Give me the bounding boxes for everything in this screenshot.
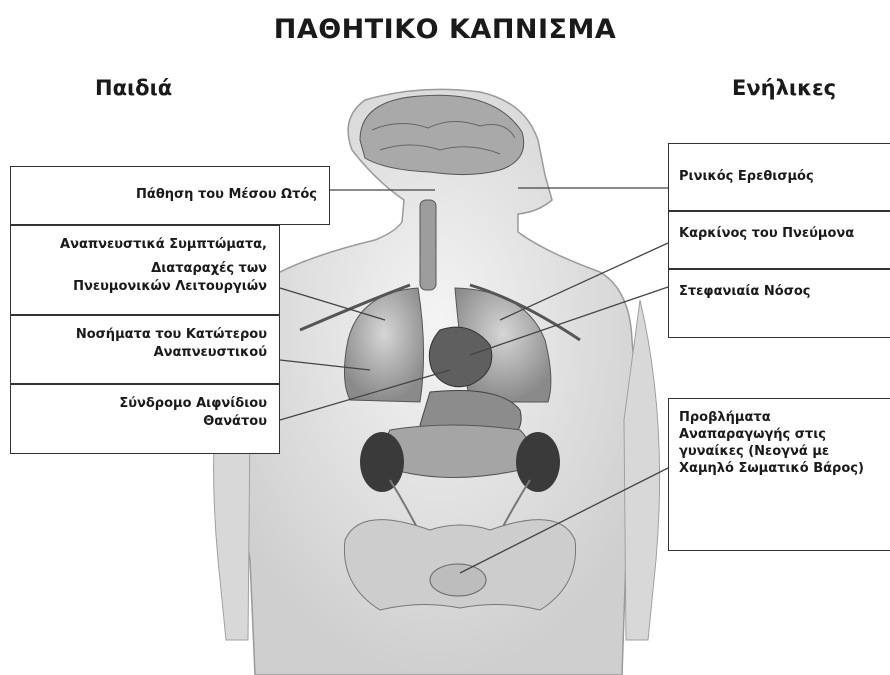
effect-respiratory: Αναπνευστικά Συμπτώματα, Διαταραχές των … xyxy=(10,225,280,315)
effect-reproductive: Προβλήματα Αναπαραγωγής στις γυναίκες (Ν… xyxy=(668,398,890,551)
effect-lung-cancer: Καρκίνος του Πνεύμονα xyxy=(668,211,890,269)
effect-lower-respiratory-line2: Αναπνευστικού xyxy=(19,344,267,362)
effect-coronary-disease: Στεφανιαία Νόσος xyxy=(668,269,890,338)
effect-lower-respiratory: Νοσήματα του Κατώτερου Αναπνευστικού xyxy=(10,315,280,384)
effect-nasal-irritation: Ρινικός Ερεθισμός xyxy=(668,143,890,211)
effect-coronary-disease-label: Στεφανιαία Νόσος xyxy=(679,283,884,301)
effect-lung-function-line2: Πνευμονικών Λειτουργιών xyxy=(19,278,267,296)
uterus xyxy=(430,564,486,596)
effect-lung-cancer-label: Καρκίνος του Πνεύμονα xyxy=(679,225,884,243)
effect-lung-function-line1: Διαταραχές των xyxy=(19,260,267,278)
effect-sids: Σύνδρομο Αιφνίδιου Θανάτου xyxy=(10,384,280,454)
intestines xyxy=(385,425,530,478)
kidney-left xyxy=(360,432,404,492)
effect-reproductive-line2: Αναπαραγωγής στις xyxy=(679,426,884,443)
effect-respiratory-label: Αναπνευστικά Συμπτώματα, xyxy=(19,236,267,254)
effect-middle-ear-label: Πάθηση του Μέσου Ωτός xyxy=(19,186,317,204)
effect-reproductive-line4: Χαμηλό Σωματικό Βάρος) xyxy=(679,460,884,477)
effect-lower-respiratory-line1: Νοσήματα του Κατώτερου xyxy=(19,326,267,344)
effect-reproductive-line3: γυναίκες (Νεογνά με xyxy=(679,443,884,460)
trachea xyxy=(420,200,436,290)
effect-middle-ear: Πάθηση του Μέσου Ωτός xyxy=(10,166,330,225)
kidney-right xyxy=(516,432,560,492)
effect-sids-line2: Θανάτου xyxy=(19,413,267,431)
effect-reproductive-line1: Προβλήματα xyxy=(679,409,884,426)
effect-sids-line1: Σύνδρομο Αιφνίδιου xyxy=(19,395,267,413)
effect-nasal-irritation-label: Ρινικός Ερεθισμός xyxy=(679,168,884,186)
